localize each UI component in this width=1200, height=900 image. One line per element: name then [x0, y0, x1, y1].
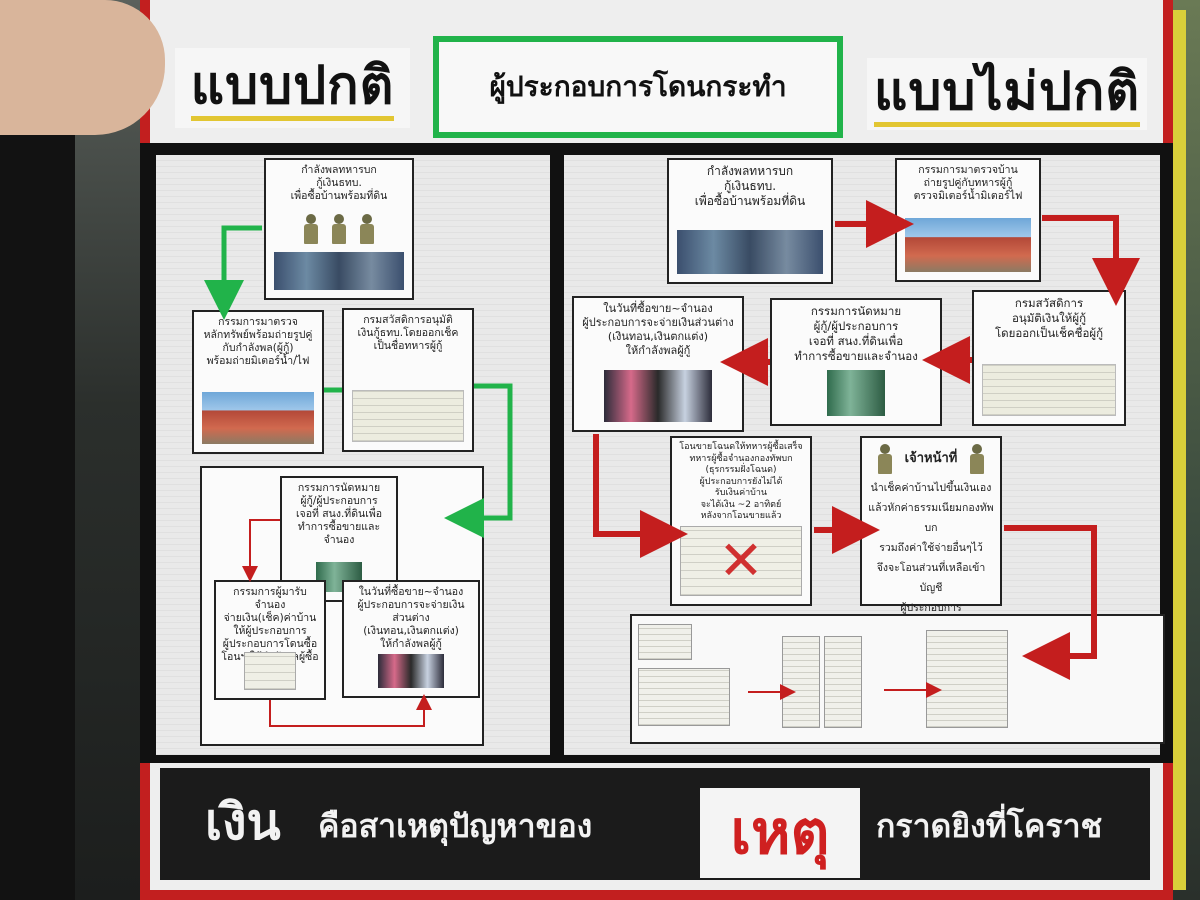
- abnormal-step-2-text: กรรมการมาตรวจบ้าน ถ่ายรูปคู่กับทหารผู้กู…: [901, 164, 1035, 203]
- soldier-group: [266, 214, 412, 244]
- x-mark-icon: ✕: [718, 534, 763, 588]
- photo-people: [604, 370, 712, 422]
- photo-check: [982, 364, 1116, 416]
- abnormal-step-2: กรรมการมาตรวจบ้าน ถ่ายรูปคู่กับทหารผู้กู…: [895, 158, 1041, 282]
- normal-step-6-text: ในวันที่ซื้อขาย~จำนอง ผู้ประกอบการจะจ่าย…: [348, 586, 474, 651]
- photo-meeting: [274, 252, 404, 290]
- flow-doc: [638, 668, 730, 726]
- photo-meeting: [677, 230, 823, 274]
- photo-people: [378, 654, 444, 688]
- footer-text-location: กราดยิงที่โคราช: [876, 796, 1102, 856]
- abnormal-step-4-text: กรรมการนัดหมาย ผู้กู้/ผู้ประกอบการ เจอที…: [776, 304, 936, 364]
- footer-highlight-box: เหตุ: [700, 788, 860, 878]
- flow-doc: [926, 630, 1008, 728]
- normal-step-2: กรรมการมาตรวจ หลักทรัพย์พร้อมถ่ายรูปคู่ …: [192, 310, 324, 454]
- footer-word-money: เงิน: [205, 782, 281, 862]
- normal-step-1-text: กำลังพลทหารบก กู้เงินธทบ. เพื่อซื้อบ้านพ…: [270, 164, 408, 203]
- normal-step-1: กำลังพลทหารบก กู้เงินธทบ. เพื่อซื้อบ้านพ…: [264, 158, 414, 300]
- normal-step-3-text: กรมสวัสดิการอนุมัติ เงินกู้ธทบ.โดยออกเช็…: [348, 314, 468, 353]
- normal-step-2-text: กรรมการมาตรวจ หลักทรัพย์พร้อมถ่ายรูปคู่ …: [198, 316, 318, 368]
- abnormal-step-7: เจ้าหน้าที่ นำเช็คค่าบ้านไปขึ้นเงินเอง แ…: [860, 436, 1002, 606]
- header-center: ผู้ประกอบการโดนกระทำ: [433, 36, 843, 138]
- soldier-icon: [968, 444, 986, 474]
- normal-step-6: ในวันที่ซื้อขาย~จำนอง ผู้ประกอบการจะจ่าย…: [342, 580, 480, 698]
- header-center-title: ผู้ประกอบการโดนกระทำ: [489, 65, 786, 109]
- header-right: แบบไม่ปกติ: [867, 58, 1147, 130]
- header-right-title: แบบไม่ปกติ: [874, 62, 1140, 127]
- abnormal-step-3: กรมสวัสดิการ อนุมัติเงินให้ผู้กู้ โดยออก…: [972, 290, 1126, 426]
- abnormal-step-1-text: กำลังพลทหารบก กู้เงินธทบ. เพื่อซื้อบ้านพ…: [673, 164, 827, 209]
- flow-doc: [782, 636, 820, 728]
- abnormal-flow-diagram: [630, 614, 1165, 744]
- photo-house: [202, 392, 314, 444]
- header-left: แบบปกติ: [175, 48, 410, 128]
- abnormal-step-5-text: ในวันที่ซื้อขาย~จำนอง ผู้ประกอบการจะจ่าย…: [578, 302, 738, 358]
- flow-doc: [824, 636, 862, 728]
- soldier-icon: [330, 214, 348, 244]
- abnormal-step-6: โอนขายโฉนดให้ทหารผู้ซื้อเสร็จ ทหารผู้ซื้…: [670, 436, 812, 606]
- abnormal-step-1: กำลังพลทหารบก กู้เงินธทบ. เพื่อซื้อบ้านพ…: [667, 158, 833, 284]
- flow-doc: [638, 624, 692, 660]
- photo-check: [352, 390, 464, 442]
- soldier-group: เจ้าหน้าที่: [866, 442, 996, 474]
- soldier-icon: [358, 214, 376, 244]
- abnormal-step-4: กรรมการนัดหมาย ผู้กู้/ผู้ประกอบการ เจอที…: [770, 298, 942, 426]
- board-edge: [1173, 10, 1186, 890]
- abnormal-step-7-text: นำเช็คค่าบ้านไปขึ้นเงินเอง แล้วหักค่าธรร…: [866, 478, 996, 618]
- photo-document: [244, 652, 296, 690]
- photo-document: ✕: [680, 526, 802, 596]
- footer-word-incident: เหตุ: [730, 793, 829, 873]
- abnormal-step-7-title: เจ้าหน้าที่: [905, 444, 958, 474]
- abnormal-step-5: ในวันที่ซื้อขาย~จำนอง ผู้ประกอบการจะจ่าย…: [572, 296, 744, 432]
- photo-house: [905, 218, 1031, 272]
- footer-text-cause: คือสาเหตุปัญหาของ: [318, 796, 592, 856]
- person-hand: [0, 0, 165, 135]
- soldier-icon: [876, 444, 894, 474]
- person-body: [0, 110, 75, 900]
- normal-step-4-text: กรรมการนัดหมาย ผู้กู้/ผู้ประกอบการ เจอที…: [286, 482, 392, 547]
- poster-board: แบบปกติ ผู้ประกอบการโดนกระทำ แบบไม่ปกติ …: [140, 0, 1173, 900]
- soldier-icon: [302, 214, 320, 244]
- normal-step-3: กรมสวัสดิการอนุมัติ เงินกู้ธทบ.โดยออกเช็…: [342, 308, 474, 452]
- normal-step-5: กรรมการผู้มารับจำนอง จ่ายเงิน(เช็ค)ค่าบ้…: [214, 580, 326, 700]
- abnormal-step-3-text: กรมสวัสดิการ อนุมัติเงินให้ผู้กู้ โดยออก…: [978, 296, 1120, 341]
- footer-banner: เงิน คือสาเหตุปัญหาของ เหตุ กราดยิงที่โค…: [160, 768, 1150, 880]
- abnormal-step-6-text: โอนขายโฉนดให้ทหารผู้ซื้อเสร็จ ทหารผู้ซื้…: [676, 442, 806, 523]
- photo-land-office: [827, 370, 885, 416]
- header-left-title: แบบปกติ: [191, 56, 395, 121]
